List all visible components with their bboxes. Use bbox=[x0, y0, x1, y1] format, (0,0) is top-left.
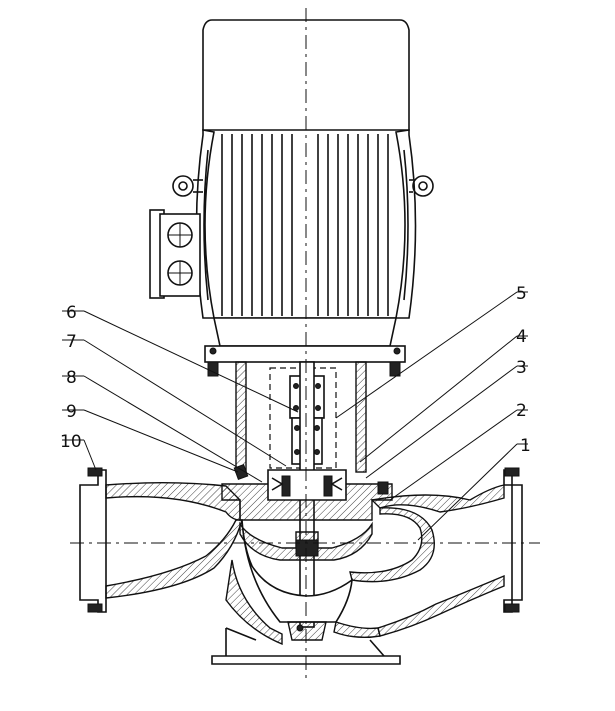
casing-wall-upper-right bbox=[370, 484, 505, 513]
outlet-flange bbox=[503, 469, 523, 613]
casing-wall-inlet-lower bbox=[105, 519, 243, 599]
bracket-flange bbox=[204, 345, 406, 363]
callout-8: 8 bbox=[66, 368, 77, 388]
motor-cooling-fins bbox=[203, 134, 409, 316]
pump-cover bbox=[221, 464, 393, 521]
callout-labels: 1 2 3 4 5 6 7 8 9 10 bbox=[60, 284, 531, 456]
callout-6: 6 bbox=[66, 303, 77, 323]
drain-plug bbox=[287, 621, 327, 641]
impeller-nut bbox=[295, 539, 319, 557]
lifting-eye-right bbox=[409, 175, 434, 197]
motor-bracket bbox=[204, 345, 406, 473]
casing-wall-outlet-lower bbox=[377, 574, 505, 637]
casing-base-wall bbox=[225, 559, 283, 646]
callout-7: 7 bbox=[66, 332, 77, 352]
callout-10: 10 bbox=[60, 432, 82, 452]
vent-plug bbox=[233, 464, 249, 480]
terminal-box bbox=[149, 209, 201, 299]
lifting-eye-left bbox=[172, 175, 203, 197]
leader-lines bbox=[62, 291, 528, 541]
seal-components bbox=[271, 475, 343, 497]
motor-end-flange bbox=[213, 317, 397, 347]
motor bbox=[149, 19, 434, 347]
volute-wall bbox=[349, 507, 435, 583]
bracket-leg-left bbox=[235, 361, 247, 473]
callout-1: 1 bbox=[520, 436, 531, 456]
inlet-flange bbox=[79, 469, 107, 613]
cover-bolt bbox=[377, 481, 389, 495]
callout-5: 5 bbox=[516, 284, 527, 304]
callout-3: 3 bbox=[516, 358, 527, 378]
casing-wall-upper-left bbox=[105, 482, 241, 521]
pump-casing bbox=[79, 467, 523, 665]
callout-4: 4 bbox=[516, 327, 527, 347]
casing-lower-body bbox=[241, 519, 353, 623]
bracket-leg-right bbox=[355, 361, 367, 473]
callout-9: 9 bbox=[66, 402, 77, 422]
callout-2: 2 bbox=[516, 401, 527, 421]
center-lines bbox=[70, 8, 540, 680]
